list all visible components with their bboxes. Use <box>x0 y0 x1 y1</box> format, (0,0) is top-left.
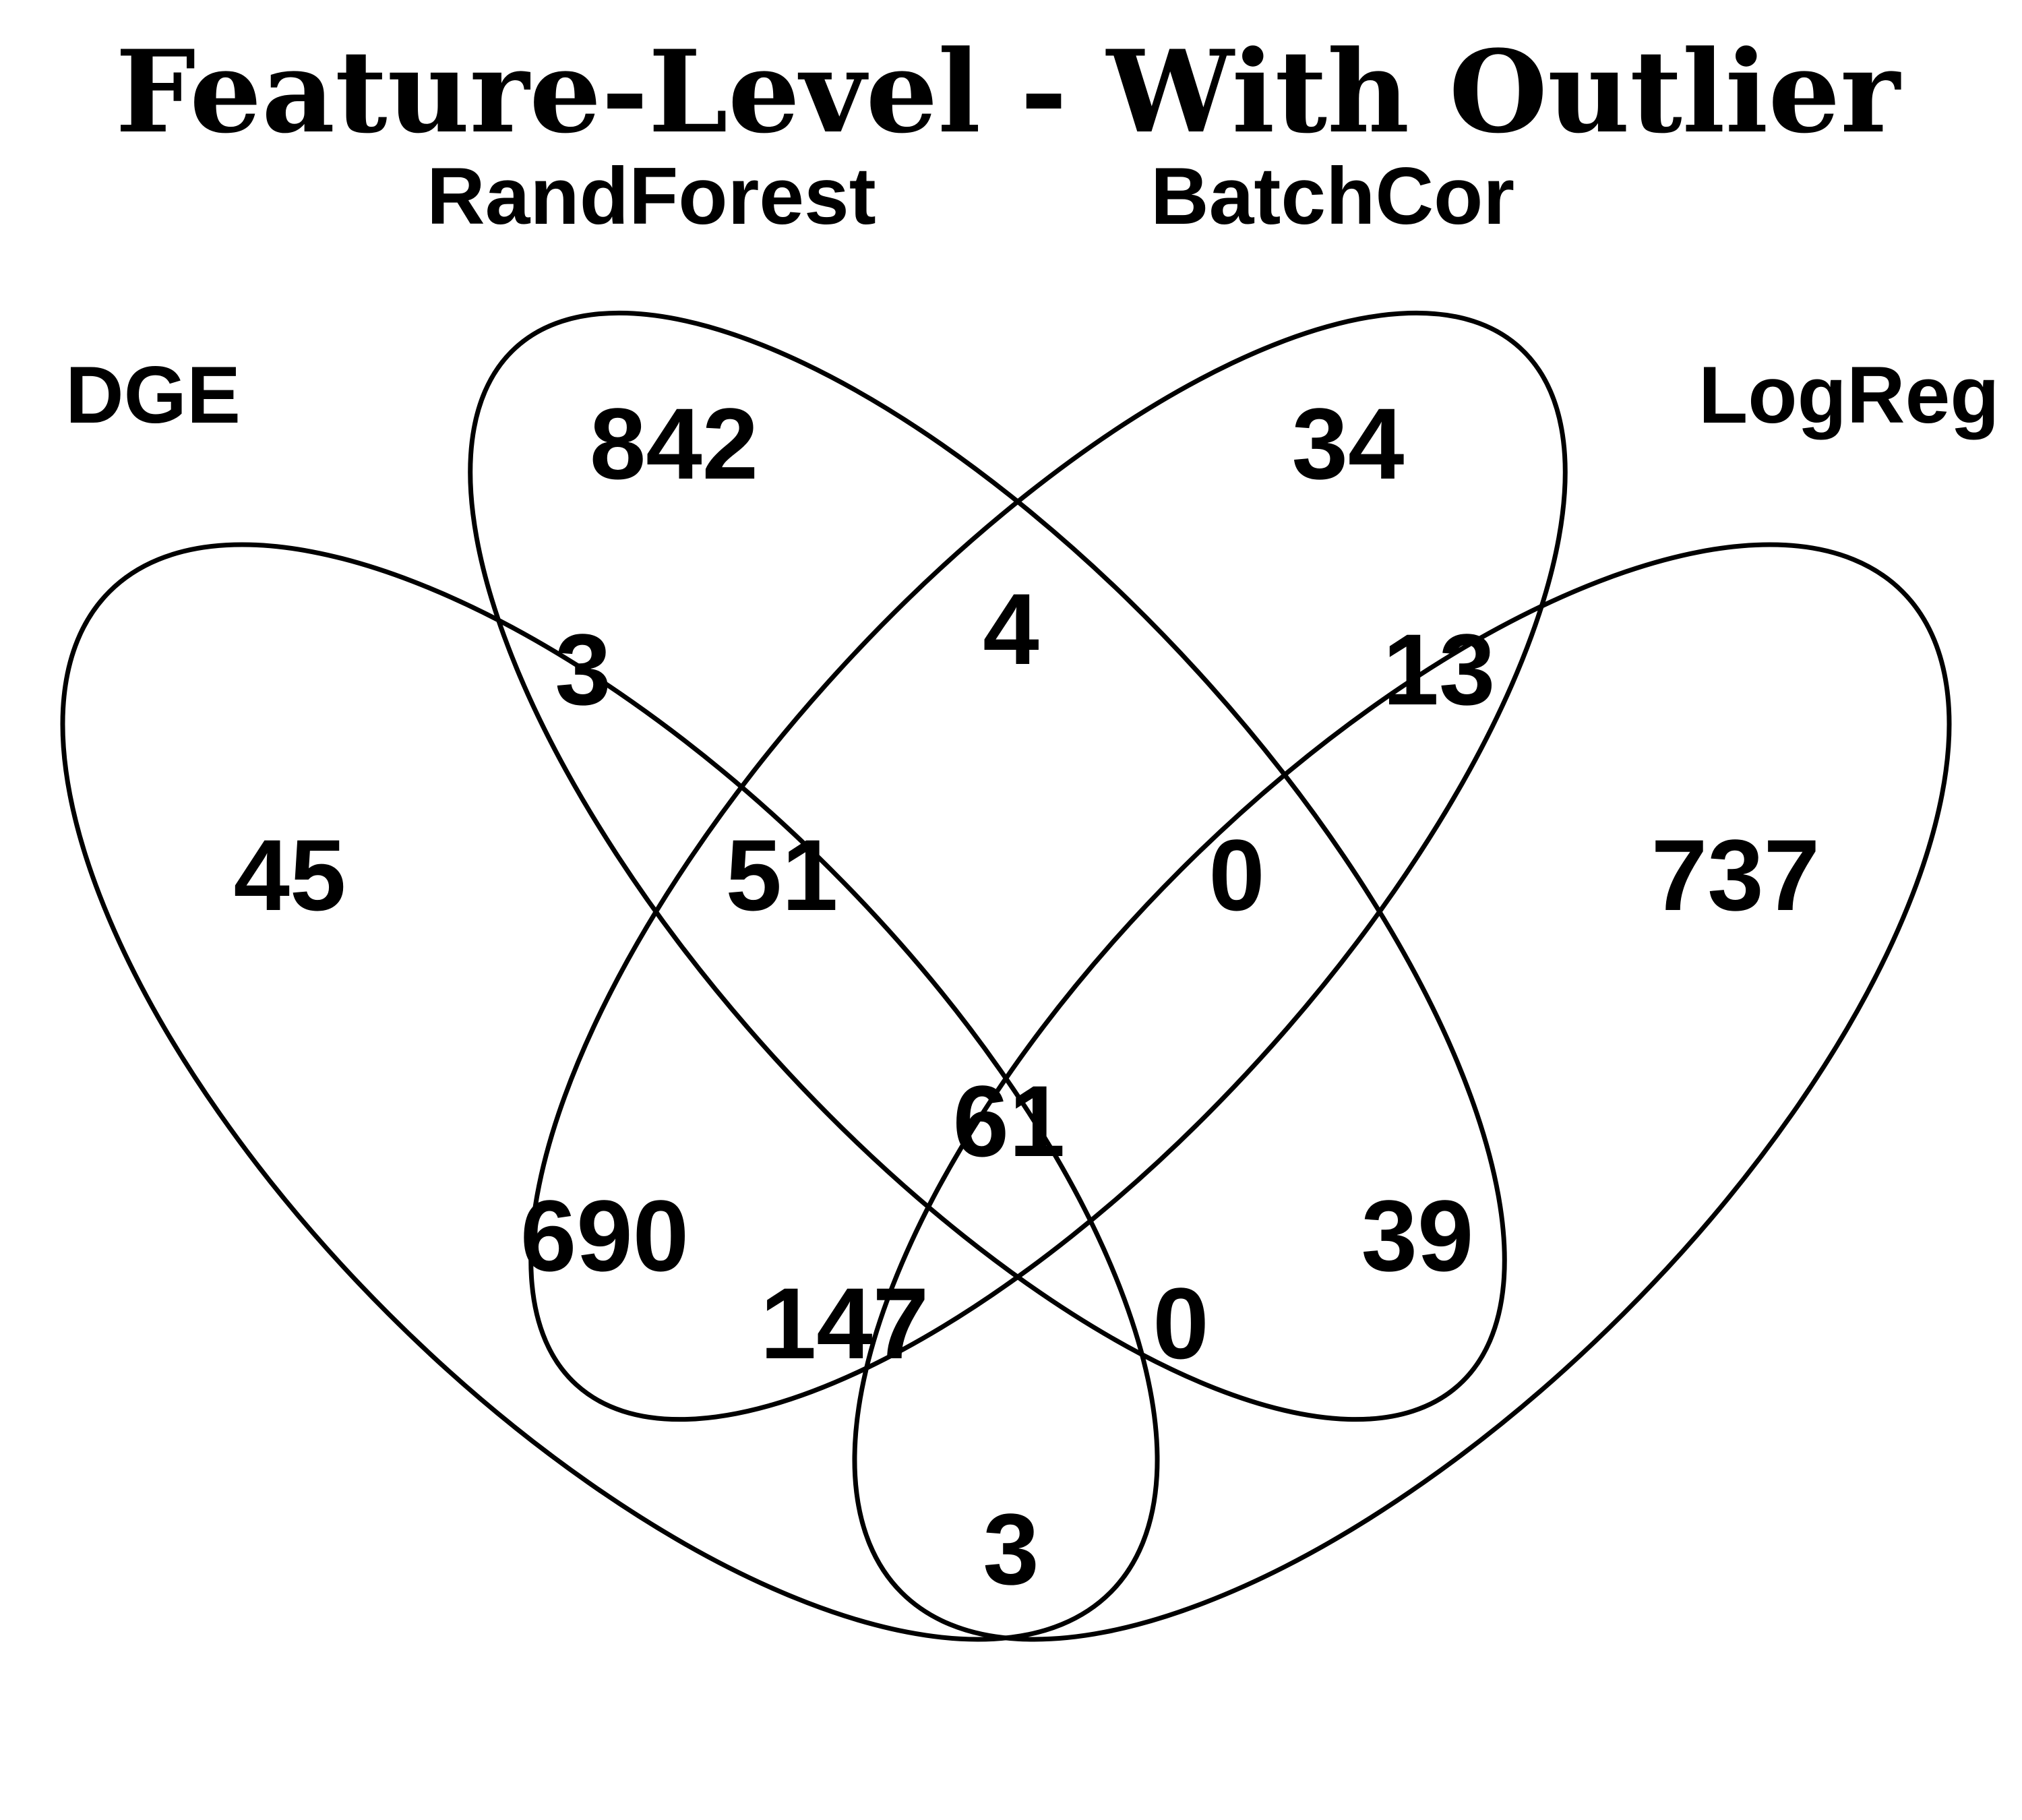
set-label-logreg: LogReg <box>1698 350 2000 440</box>
count-dge-batchcor-logreg: 147 <box>760 1267 929 1380</box>
set-label-batchcor: BatchCor <box>1151 151 1514 241</box>
count-dge-randforest-batchcor: 51 <box>726 818 838 932</box>
count-randforest-logreg: 39 <box>1361 1179 1474 1292</box>
randforest-ellipse <box>468 310 1507 1422</box>
count-randforest-only: 842 <box>590 387 758 500</box>
count-all-four: 61 <box>953 1064 1066 1178</box>
count-dge-randforest-logreg: 0 <box>1153 1267 1208 1380</box>
diagram-title: Feature-Level - With Outlier <box>115 25 1901 158</box>
count-batchcor-logreg: 13 <box>1383 613 1496 726</box>
count-batchcor-only: 34 <box>1292 387 1405 500</box>
count-dge-randforest: 3 <box>555 613 611 726</box>
count-dge-logreg: 3 <box>983 1492 1039 1606</box>
count-dge-batchcor: 690 <box>520 1179 689 1292</box>
set-label-dge: DGE <box>65 350 241 440</box>
dge-ellipse <box>60 542 1160 1642</box>
count-randforest-batchcor: 4 <box>983 572 1039 686</box>
batchcor-ellipse <box>528 310 1568 1422</box>
logreg-ellipse <box>852 542 1952 1642</box>
count-randforest-batchcor-logreg: 0 <box>1208 818 1264 932</box>
count-logreg-only: 737 <box>1651 818 1820 932</box>
set-label-randforest: RandForest <box>427 151 876 241</box>
count-dge-only: 45 <box>234 818 346 932</box>
